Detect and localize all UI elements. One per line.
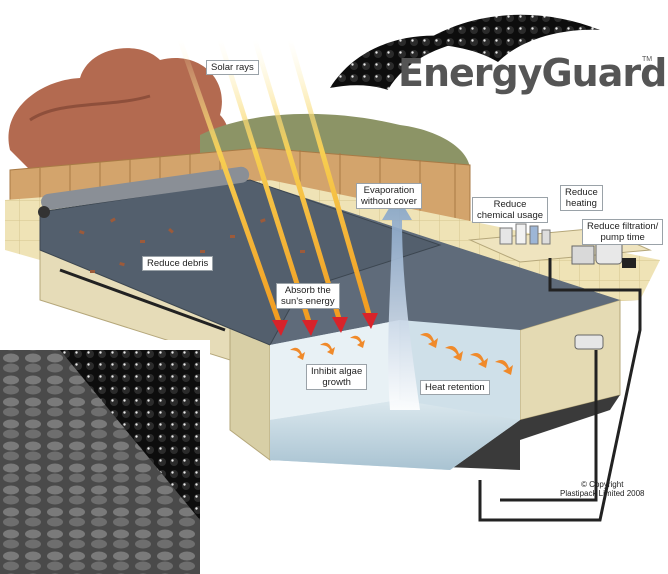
evaporation-arrow <box>382 195 420 410</box>
label-reduce-debris: Reduce debris <box>142 256 214 271</box>
label-solar-rays: Solar rays <box>206 60 259 75</box>
label-reduce-filtration: Reduce filtration/pump time <box>582 219 664 245</box>
pool-skimmer-icon <box>574 334 604 350</box>
trademark-mark: TM <box>642 56 653 63</box>
logo-swoosh-icon <box>330 14 600 90</box>
brand-logo-text: EnergyGuard <box>398 51 667 95</box>
cover-roller <box>38 166 250 218</box>
debris-leaves <box>78 217 305 273</box>
cover-material-closeup <box>0 340 210 574</box>
heat-retention-arrows <box>290 333 513 375</box>
label-heat-retention: Heat retention <box>420 380 490 395</box>
pool-pipes <box>59 258 642 522</box>
tree-illustration <box>8 48 229 170</box>
solar-rays <box>177 39 378 336</box>
